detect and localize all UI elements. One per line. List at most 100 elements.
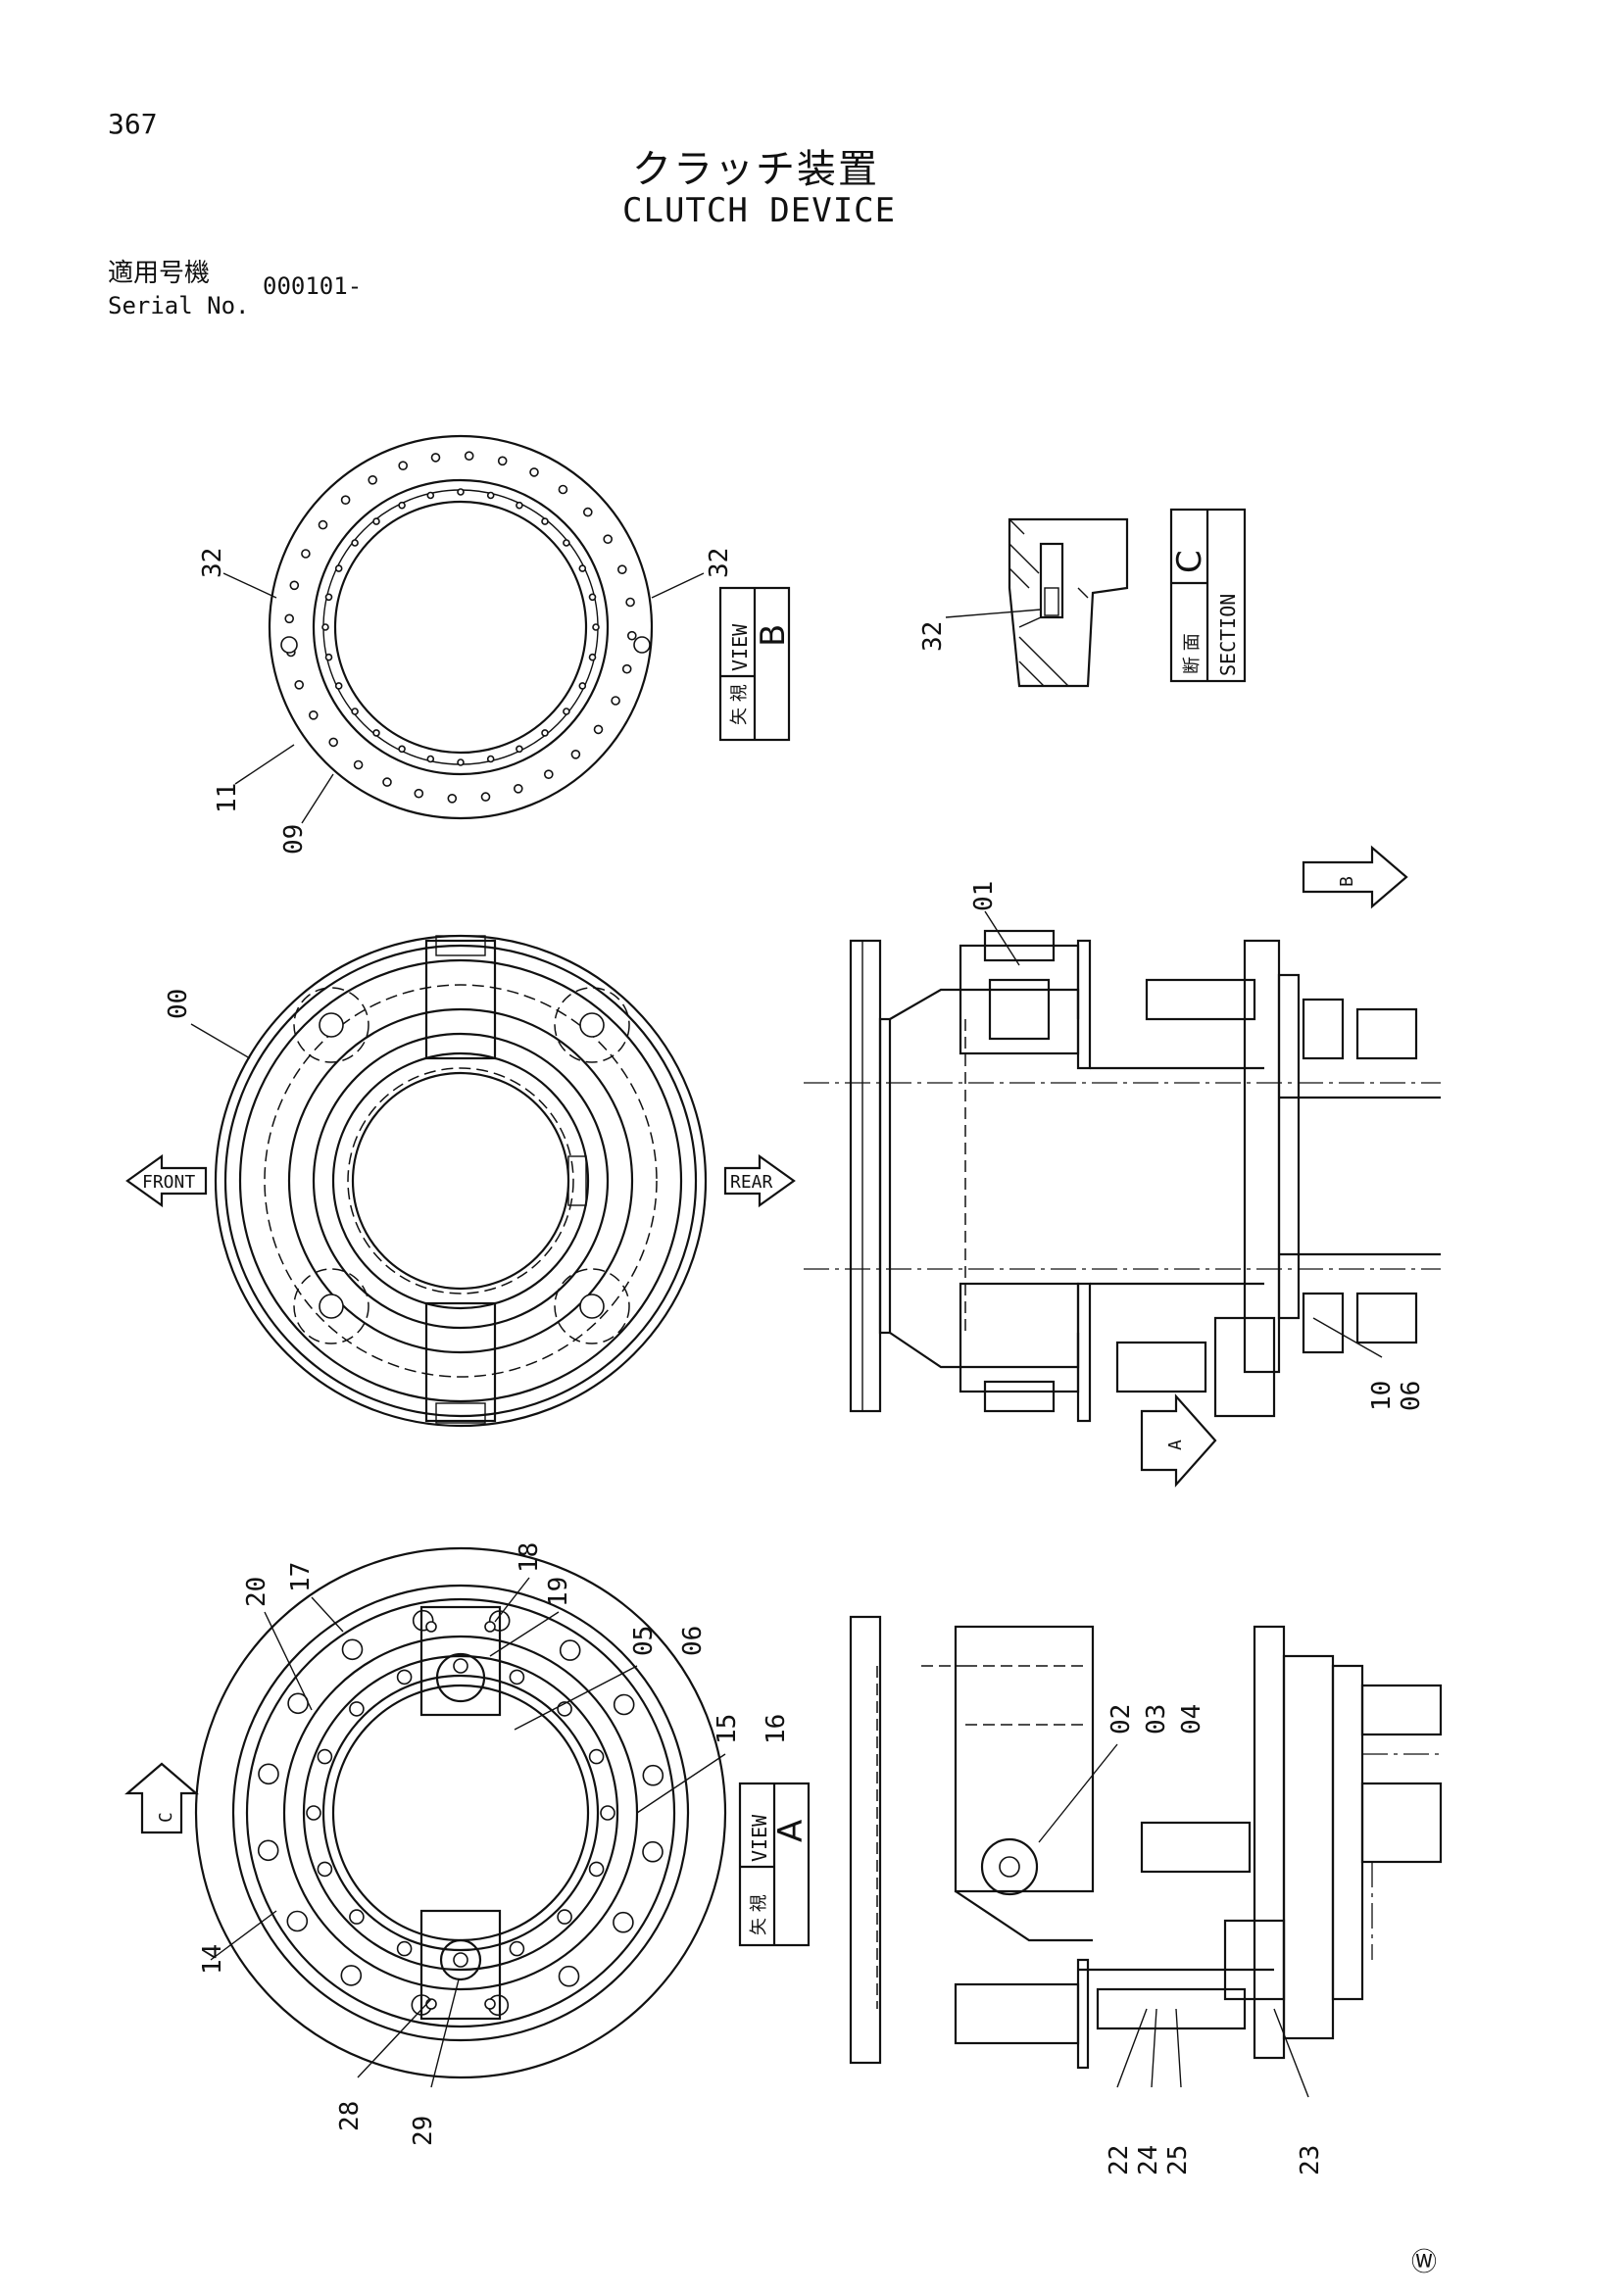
bolt-hole xyxy=(593,724,604,735)
bolt-hole xyxy=(334,682,343,690)
view-b-ring-drawing xyxy=(268,434,654,820)
a-arrow: A xyxy=(1140,1393,1217,1488)
bolt-hole xyxy=(497,456,508,466)
bolt-hole xyxy=(603,534,614,545)
callout-02: 02 xyxy=(1107,1704,1136,1734)
callout-22: 22 xyxy=(1105,2145,1134,2175)
callout-18: 18 xyxy=(515,1542,544,1573)
bolt-hole xyxy=(480,792,491,802)
bolt-hole xyxy=(557,1909,572,1925)
callout-32-right: 32 xyxy=(705,548,734,578)
main-front-view-drawing xyxy=(214,934,708,1428)
bolt-hole xyxy=(351,539,359,547)
bolt-hole xyxy=(516,501,523,510)
bolt-hole xyxy=(642,1764,664,1786)
view-a-letter: A xyxy=(771,1820,811,1842)
view-a-jp: 矢 視 xyxy=(749,1894,769,1935)
bolt-hole xyxy=(625,597,635,608)
callout-04: 04 xyxy=(1177,1704,1206,1734)
bolt-hole xyxy=(340,495,351,506)
callout-06-side: 06 xyxy=(1397,1381,1426,1411)
bolt-hole xyxy=(306,1805,321,1821)
bolt-hole xyxy=(516,745,523,754)
bolt-hole xyxy=(578,682,587,690)
callout-24: 24 xyxy=(1134,2145,1163,2175)
page-number: 367 xyxy=(108,108,158,140)
bolt-hole xyxy=(396,1940,413,1957)
bolt-hole xyxy=(372,729,380,737)
bolt-hole xyxy=(349,1909,365,1925)
front-arrow: FRONT xyxy=(125,1153,208,1208)
bolt-hole xyxy=(616,564,627,575)
bolt-hole xyxy=(414,788,424,799)
b-arrow: B xyxy=(1302,845,1408,909)
page-title-japanese: クラッチ装置 xyxy=(632,147,879,192)
serial-label-japanese: 適用号機 xyxy=(108,259,211,288)
front-arrow-label: FRONT xyxy=(142,1172,195,1193)
bolt-hole xyxy=(513,783,523,794)
bolt-hole xyxy=(541,517,549,525)
callout-11: 11 xyxy=(213,783,242,813)
bolt-hole xyxy=(308,709,319,720)
bolt-hole xyxy=(318,519,328,530)
bolt-hole xyxy=(529,467,539,477)
view-b-en: VIEW xyxy=(728,623,752,671)
bolt-hole xyxy=(382,777,392,787)
bolt-hole xyxy=(372,517,380,525)
bolt-hole xyxy=(486,755,495,763)
bolt-hole xyxy=(398,501,406,510)
bolt-hole xyxy=(430,453,441,463)
callout-29: 29 xyxy=(409,2116,438,2146)
bolt-hole xyxy=(464,451,474,462)
bolt-hole xyxy=(559,1639,581,1661)
section-c-label-box: 断 面 SECTION SECTION C xyxy=(1169,508,1247,683)
bolt-hole xyxy=(349,1701,365,1717)
bolt-hole xyxy=(453,1952,468,1968)
bolt-hole xyxy=(426,491,435,500)
b-arrow-label: B xyxy=(1337,876,1357,887)
bolt-hole xyxy=(328,737,339,748)
callout-00: 00 xyxy=(164,989,193,1019)
bolt-hole xyxy=(284,613,295,624)
manufacturer-mark: Ⓦ xyxy=(1411,2248,1438,2277)
view-a-label-box: 矢 視 VIEW A xyxy=(738,1782,811,1947)
bolt-hole xyxy=(621,663,632,674)
bolt-hole xyxy=(613,1911,634,1933)
bolt-hole xyxy=(396,1669,413,1685)
bolt-hole xyxy=(588,1861,605,1878)
bolt-hole xyxy=(486,491,495,500)
bolt-hole xyxy=(321,623,329,631)
bolt-hole xyxy=(563,708,570,715)
callout-23: 23 xyxy=(1296,2145,1325,2175)
bolt-hole xyxy=(447,793,458,804)
bolt-hole xyxy=(341,1638,364,1661)
side-section-view-drawing xyxy=(804,929,1441,1423)
bolt-hole xyxy=(626,630,637,641)
bolt-hole xyxy=(317,1748,333,1765)
callout-28: 28 xyxy=(335,2101,365,2131)
bolt-hole xyxy=(563,539,570,547)
rear-arrow-label: REAR xyxy=(730,1172,773,1193)
callout-15: 15 xyxy=(713,1714,742,1744)
bolt-hole xyxy=(257,1839,279,1862)
section-c-jp: 断 面 xyxy=(1182,633,1203,674)
callout-32-left: 32 xyxy=(198,548,227,578)
bolt-hole xyxy=(570,749,581,759)
bolt-hole xyxy=(558,1965,580,1987)
serial-label-english: Serial No. xyxy=(108,292,250,319)
section-c-en-visible: SECTION xyxy=(1216,594,1240,676)
bolt-hole xyxy=(642,1840,664,1863)
bolt-hole xyxy=(588,1748,605,1765)
bolt-hole xyxy=(457,488,465,496)
serial-number-value: 000101- xyxy=(263,272,363,300)
bolt-hole xyxy=(351,708,359,715)
bolt-hole xyxy=(558,484,568,495)
section-c-letter: C xyxy=(1170,550,1209,573)
bolt-hole xyxy=(398,461,409,471)
bolt-hole xyxy=(582,507,593,517)
callout-19: 19 xyxy=(544,1577,573,1607)
bolt-hole xyxy=(457,758,465,766)
bolt-hole xyxy=(453,1658,468,1674)
rear-arrow: REAR xyxy=(723,1153,796,1208)
